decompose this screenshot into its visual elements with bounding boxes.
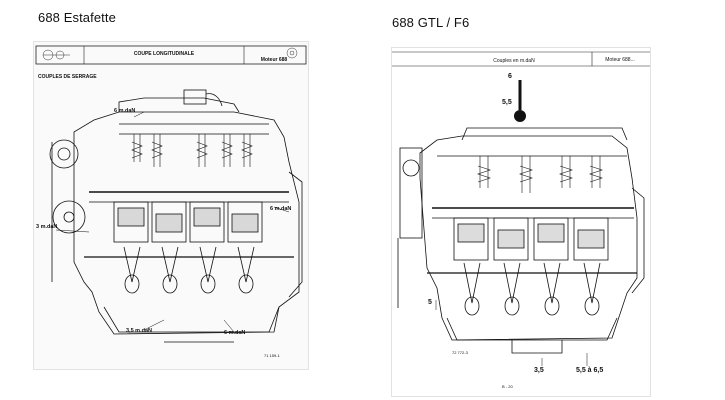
left-reference-number: 71 159-1 bbox=[264, 353, 281, 358]
left-section-title: COUPLES DE SERRAGE bbox=[38, 74, 97, 80]
right-callout-top-a: 6 bbox=[508, 73, 512, 80]
right-callout-left: 5 bbox=[428, 299, 432, 306]
left-header-right: Moteur 688 bbox=[261, 57, 288, 63]
right-header-right: Moteur 688... bbox=[605, 57, 634, 63]
left-callout-top: 6 m.daN bbox=[114, 108, 135, 114]
right-callout-bottom-left: 3,5 bbox=[534, 367, 544, 374]
engine-cross-section-right bbox=[397, 127, 645, 354]
left-callout-right: 6 m.daN bbox=[270, 206, 291, 212]
left-callout-left: 3 m.daN bbox=[36, 224, 57, 230]
right-callout-top-b: 5,5 bbox=[502, 99, 512, 106]
estafette-engine-sheet: COUPE LONGITUDINALE Moteur 688 COUPLES D… bbox=[34, 42, 308, 369]
left-callout-bottom-right: 6 m.daN bbox=[224, 330, 245, 336]
estafette-engine-drawing: COUPE LONGITUDINALE Moteur 688 COUPLES D… bbox=[35, 45, 307, 358]
header-gear-icon bbox=[286, 47, 298, 59]
dipstick-icon bbox=[514, 80, 526, 122]
right-header-center: Couples en m.daN bbox=[493, 58, 535, 64]
gtl-engine-drawing: Couples en m.daN Moteur 688... 6 5,5 bbox=[392, 51, 650, 389]
left-callout-bottom-left: 3,5 m.daN bbox=[126, 328, 152, 334]
left-header-center: COUPE LONGITUDINALE bbox=[134, 51, 195, 57]
engine-cross-section-left bbox=[49, 89, 303, 343]
right-callout-bottom-right: 5,5 à 6,5 bbox=[576, 367, 603, 374]
right-diagram-title: 688 GTL / F6 bbox=[392, 15, 470, 30]
header-engine-icon bbox=[42, 49, 70, 61]
left-diagram-title: 688 Estafette bbox=[38, 10, 116, 25]
right-reference-number: 72 772-3 bbox=[452, 350, 469, 355]
right-page-number: B - 20 bbox=[502, 384, 513, 389]
gtl-engine-sheet: Couples en m.daN Moteur 688... 6 5,5 bbox=[392, 48, 650, 396]
